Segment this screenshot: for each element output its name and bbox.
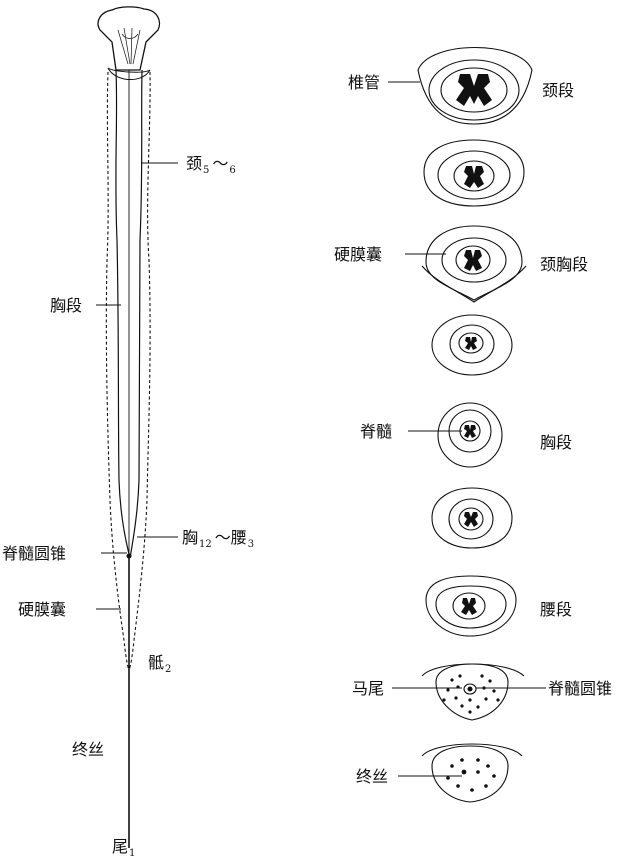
section-2 bbox=[423, 139, 525, 207]
label-vertebral-canal: 椎管 bbox=[348, 73, 380, 92]
cross-sections bbox=[388, 47, 546, 803]
dura bbox=[441, 237, 507, 283]
gray-matter bbox=[464, 166, 484, 188]
label-thoracic-segment-right: 胸段 bbox=[540, 433, 572, 452]
canal-outline bbox=[431, 314, 513, 376]
canal-arc bbox=[421, 663, 525, 677]
dura bbox=[449, 324, 495, 364]
canal-outline bbox=[425, 575, 517, 637]
canal-outline bbox=[431, 487, 513, 549]
vertebral-canal-body bbox=[417, 69, 533, 125]
spinal-cord-outline-right bbox=[129, 69, 143, 559]
longitudinal-spinal-cord bbox=[96, 6, 178, 848]
conus-ring bbox=[463, 683, 477, 695]
label-conus-medullaris-right: 脊髓圆锥 bbox=[548, 679, 612, 698]
pia bbox=[452, 592, 486, 620]
section-cervicothoracic bbox=[405, 225, 527, 303]
label-coccygeal: 尾1 bbox=[112, 837, 135, 857]
gray-matter bbox=[464, 425, 476, 438]
label-cauda-equina: 马尾 bbox=[352, 679, 384, 698]
gray-matter bbox=[456, 74, 492, 106]
gray-matter bbox=[461, 598, 477, 615]
label-dural-sac-right: 硬膜囊 bbox=[334, 245, 382, 264]
pia bbox=[453, 160, 495, 192]
conus-tip-dot bbox=[126, 553, 132, 559]
canal-outline bbox=[431, 745, 509, 803]
section-cauda-equina bbox=[392, 663, 546, 721]
gray-matter bbox=[464, 250, 482, 271]
dural-sac-outline-right bbox=[128, 71, 151, 671]
canal-outline bbox=[435, 663, 509, 721]
dura bbox=[437, 150, 511, 200]
label-lumbar-segment: 腰段 bbox=[540, 600, 572, 619]
label-spinal-cord: 脊髓 bbox=[360, 422, 392, 441]
section-cervical bbox=[417, 47, 533, 125]
label-cervical-segment: 颈段 bbox=[542, 81, 574, 100]
label-cervical: 颈5～6 bbox=[186, 154, 236, 176]
dural-sac-outline bbox=[105, 71, 130, 671]
canal-outer bbox=[421, 265, 527, 303]
canal-arc bbox=[421, 743, 523, 757]
label-cervicothoracic-segment: 颈胸段 bbox=[540, 255, 588, 274]
nerve-roots bbox=[446, 758, 496, 792]
pia bbox=[458, 332, 484, 354]
pia bbox=[455, 245, 491, 275]
section-filum-terminale bbox=[398, 743, 523, 803]
pia bbox=[440, 67, 508, 113]
spinal-cord-outline bbox=[115, 69, 131, 559]
label-filum-terminale-right: 终丝 bbox=[356, 767, 388, 786]
canal-outline bbox=[437, 402, 503, 468]
label-sacral: 骶2 bbox=[148, 653, 171, 675]
pia bbox=[458, 507, 484, 531]
dura bbox=[448, 498, 494, 540]
vertebral-canal-arc bbox=[417, 47, 533, 71]
label-conus-medullaris: 脊髓圆锥 bbox=[2, 544, 66, 563]
label-thoracic-segment: 胸段 bbox=[50, 296, 82, 315]
conus-center bbox=[467, 686, 473, 692]
dura bbox=[435, 585, 507, 629]
gray-matter bbox=[464, 512, 478, 527]
brainstem-fibers bbox=[117, 27, 141, 65]
dura bbox=[428, 59, 520, 121]
label-thoracolumbar: 胸12～腰3 bbox=[182, 528, 254, 550]
section-thoracic bbox=[408, 402, 503, 468]
canal-outline bbox=[423, 139, 525, 207]
section-4 bbox=[431, 314, 513, 376]
label-dural-sac: 硬膜囊 bbox=[18, 600, 66, 619]
section-6 bbox=[431, 487, 513, 549]
label-filum-terminale: 终丝 bbox=[72, 740, 104, 759]
section-lumbar bbox=[425, 575, 517, 637]
gray-matter bbox=[465, 337, 477, 350]
